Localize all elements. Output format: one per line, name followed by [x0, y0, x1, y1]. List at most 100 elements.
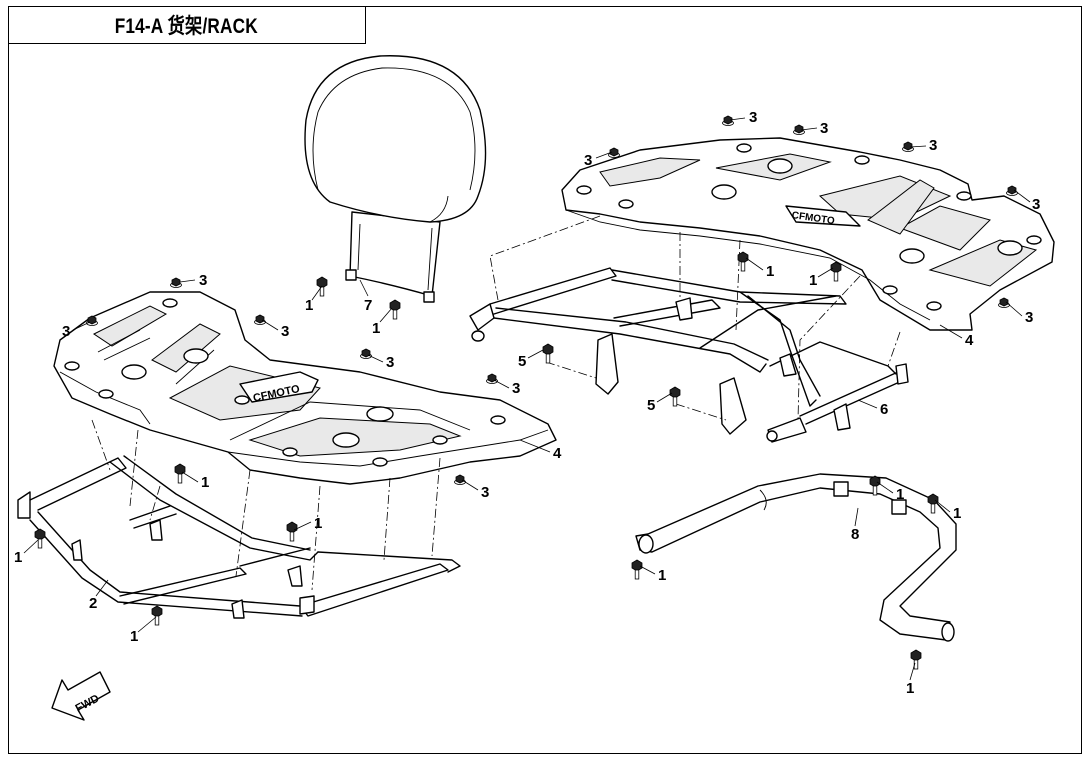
leader-line	[854, 507, 859, 527]
front-rack-frame-part-6	[469, 267, 909, 443]
callout-c1d: 1	[293, 515, 322, 532]
callout-number: 1	[809, 272, 817, 289]
callout-c7: 7	[359, 279, 372, 314]
leader-line	[261, 319, 279, 331]
leader-line	[939, 324, 963, 339]
callout-c3d: 3	[367, 354, 394, 371]
nut-icon	[170, 277, 182, 288]
callout-c3h: 3	[800, 120, 828, 137]
leader-line	[729, 117, 746, 121]
callout-number: 1	[896, 486, 904, 503]
callout-c5a: 5	[518, 349, 544, 370]
leader-line	[1005, 301, 1023, 317]
leader-line	[639, 565, 656, 575]
callout-number: 3	[199, 272, 207, 289]
callout-number: 1	[372, 320, 380, 337]
callout-c1f: 1	[130, 616, 157, 645]
callout-number: 1	[201, 474, 209, 491]
leader-line	[857, 399, 878, 409]
callout-c1a: 1	[305, 285, 323, 314]
callout-c3e: 3	[493, 379, 520, 397]
leader-line	[1013, 189, 1031, 203]
leader-line	[181, 471, 199, 483]
callout-number: 4	[553, 445, 562, 462]
leader-line	[527, 349, 544, 359]
callout-number: 3	[1025, 309, 1033, 326]
bolt-icon	[151, 605, 163, 626]
callout-c3k: 3	[1013, 189, 1040, 213]
bolt-icon	[927, 493, 939, 514]
callout-c3g: 3	[729, 109, 757, 126]
leader-line	[817, 267, 834, 278]
leader-line	[293, 521, 312, 531]
leader-line	[876, 481, 894, 494]
bolt-icon	[389, 299, 401, 320]
nut-icon	[486, 373, 498, 384]
callout-number: 3	[929, 137, 937, 154]
diagram-title: F14-A 货架/RACK	[114, 14, 259, 38]
bolt-icon	[542, 343, 554, 364]
callout-c1g: 1	[745, 257, 774, 280]
callout-number: 1	[766, 263, 774, 280]
leader-line	[493, 379, 510, 389]
callout-c1h: 1	[809, 267, 834, 289]
leader-line	[359, 279, 369, 297]
callout-number: 2	[89, 595, 97, 612]
leader-line	[72, 321, 91, 331]
callout-number: 7	[364, 297, 372, 314]
grab-handle-part-8	[635, 473, 957, 642]
callout-number: 8	[851, 526, 859, 543]
callout-number: 5	[518, 353, 526, 370]
front-rack-part-4-right: CFMOTO	[561, 137, 1055, 331]
leader-line	[656, 392, 673, 403]
callout-c1e: 1	[14, 539, 39, 566]
callout-c1c: 1	[181, 471, 209, 491]
nut-icon	[1006, 185, 1018, 196]
callout-c6: 6	[857, 399, 888, 418]
title-box: F14-A 货架/RACK	[8, 6, 366, 44]
nut-icon	[902, 141, 914, 152]
bolt-icon	[910, 649, 922, 670]
callout-number: 3	[820, 120, 828, 137]
bolt-icon	[34, 528, 46, 549]
callout-c1b: 1	[372, 307, 393, 337]
nut-icon	[998, 297, 1010, 308]
callout-number: 3	[512, 380, 520, 397]
callout-c8: 8	[851, 507, 859, 543]
callout-number: 3	[749, 109, 757, 126]
bolt-icon	[286, 521, 298, 542]
rear-rack-frame-part-2	[17, 455, 461, 619]
leader-line	[311, 285, 323, 301]
leader-line	[934, 499, 951, 513]
callout-c2: 2	[89, 579, 109, 612]
nut-icon	[360, 348, 372, 359]
callout-c4b: 4	[939, 324, 974, 349]
callout-c3b: 3	[62, 321, 91, 340]
callout-c1i: 1	[876, 481, 904, 503]
callout-number: 6	[880, 401, 888, 418]
callout-number: 3	[386, 354, 394, 371]
callout-number: 3	[1032, 196, 1040, 213]
leader-line	[137, 616, 157, 633]
bolt-icon	[631, 559, 643, 580]
nut-icon	[722, 115, 734, 126]
leader-line	[179, 279, 196, 283]
callout-c1l: 1	[906, 662, 916, 697]
nut-icon	[454, 474, 466, 485]
leader-line	[461, 479, 479, 491]
nut-icon	[254, 314, 266, 325]
callout-c3i: 3	[584, 151, 613, 169]
callout-number: 1	[130, 628, 138, 645]
callout-number: 5	[647, 397, 655, 414]
callout-number: 1	[14, 549, 22, 566]
callout-number: 1	[658, 567, 666, 584]
callout-number: 3	[62, 323, 70, 340]
backrest-part-7	[304, 55, 487, 303]
nut-icon	[608, 147, 620, 158]
callout-number: 3	[584, 152, 592, 169]
callout-c3a: 3	[179, 272, 207, 289]
callout-c3c: 3	[261, 319, 289, 340]
callout-c4a: 4	[519, 439, 562, 462]
